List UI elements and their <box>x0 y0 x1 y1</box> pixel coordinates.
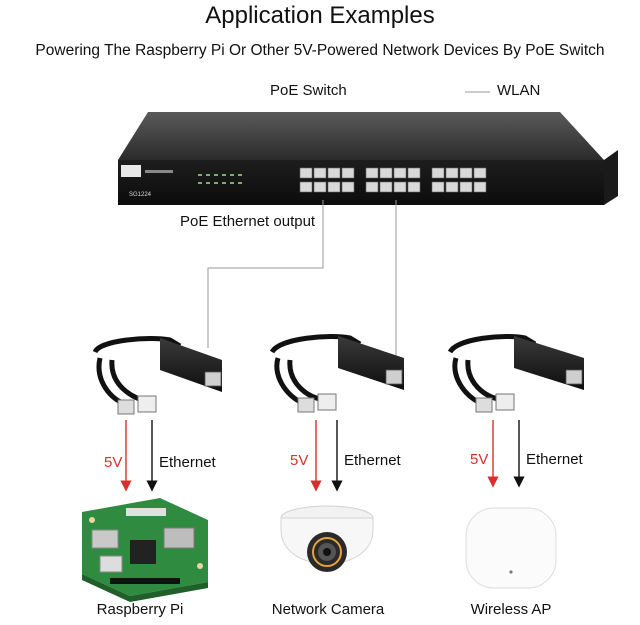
device-caption-wireless-ap: Wireless AP <box>470 601 552 618</box>
dome-camera-icon <box>280 505 374 572</box>
poe-switch-image <box>118 112 618 205</box>
raspberry-pi-icon <box>82 498 208 602</box>
power-arrows <box>120 420 499 492</box>
page-subtitle: Powering The Raspberry Pi Or Other 5V-Po… <box>35 42 605 59</box>
poe-splitter-2 <box>269 334 404 413</box>
branch-3-data-label: Ethernet <box>526 451 583 468</box>
poe-output-label: PoE Ethernet output <box>180 213 316 230</box>
poe-switch-label: PoE Switch <box>270 82 347 99</box>
device-caption-raspberry-pi: Raspberry Pi <box>96 601 184 618</box>
wlan-label: WLAN <box>497 82 541 99</box>
poe-splitter-1 <box>92 336 222 415</box>
branch-2-data-label: Ethernet <box>344 452 401 469</box>
switch-model-text: SG1224 <box>129 192 152 198</box>
connector-lines <box>207 91 490 365</box>
poe-splitter-3 <box>447 334 584 413</box>
data-arrows <box>146 420 525 492</box>
branch-1-data-label: Ethernet <box>159 454 216 471</box>
device-caption-network-camera: Network Camera <box>271 601 385 618</box>
access-point-icon <box>465 507 557 589</box>
branch-1-power-label: 5V <box>104 454 123 471</box>
branch-2-power-label: 5V <box>290 452 309 469</box>
page-title: Application Examples <box>205 2 435 29</box>
branch-3-power-label: 5V <box>470 451 489 468</box>
